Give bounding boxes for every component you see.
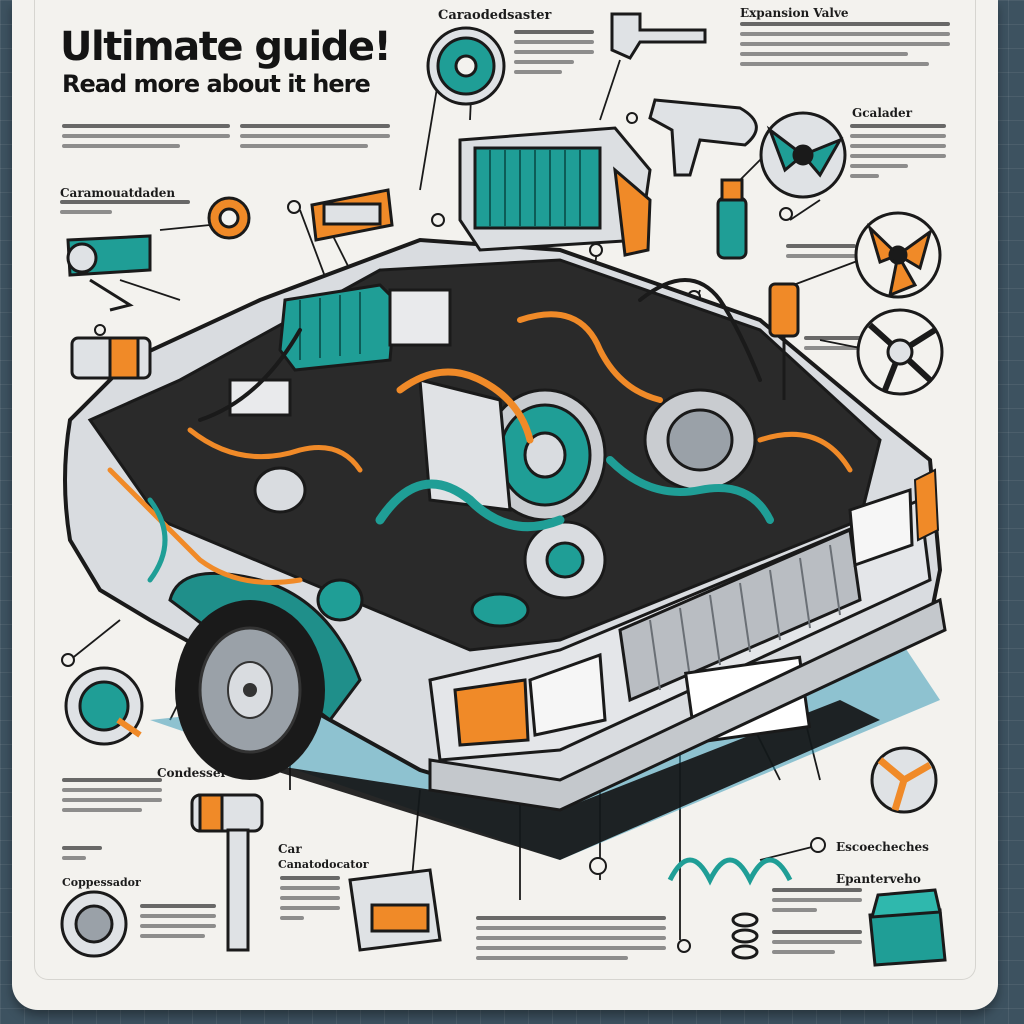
valve-icon xyxy=(648,98,758,177)
compressor-icon xyxy=(70,336,152,380)
front-wheel xyxy=(168,571,362,780)
steering-wheel-icon xyxy=(426,26,506,106)
paragraph-bottom-center-wide xyxy=(476,916,666,960)
heading-bottom-left: Coppessador xyxy=(62,876,141,889)
poster-border xyxy=(34,0,976,980)
engine-components xyxy=(228,126,757,628)
paragraph-bottom-left-mid xyxy=(62,778,162,812)
paragraph-right-lower xyxy=(804,336,864,350)
fan-icon xyxy=(759,111,847,199)
paragraph-bottom-right xyxy=(772,888,862,912)
heading-bottom-left-mid: Condesser xyxy=(157,766,227,780)
heading-bottom-center-2: Canatodocator xyxy=(278,858,369,871)
fan-icon xyxy=(870,746,938,814)
wrench-icon xyxy=(610,12,707,60)
page-title: Ultimate guide! xyxy=(60,24,392,70)
heading-right-upper: Gcalader xyxy=(852,106,913,120)
paragraph-center-intro xyxy=(240,124,390,148)
heater-core-icon xyxy=(348,868,442,952)
paragraph-bottom-center xyxy=(280,876,340,920)
pump-icon xyxy=(190,793,264,952)
nozzle-icon xyxy=(716,178,748,260)
paragraph-top-center xyxy=(514,30,594,74)
hoses xyxy=(107,278,853,585)
pump-icon xyxy=(66,234,152,312)
paragraph-bottom-left-small xyxy=(62,846,102,860)
page-subtitle: Read more about it here xyxy=(62,70,371,98)
paragraph-bottom-left xyxy=(140,904,216,938)
car-underbody-shadow xyxy=(240,700,880,860)
blower-fan-icon xyxy=(856,308,944,396)
paragraph-left-upper xyxy=(60,200,190,214)
heading-bottom-right-1: Escoecheches xyxy=(836,840,929,854)
compressor-icon xyxy=(60,890,128,958)
paragraph-bottom-right-2 xyxy=(772,930,862,954)
heading-bottom-right-2: Epanterveho xyxy=(836,872,921,886)
fan-icon xyxy=(854,211,942,299)
heater-core-icon xyxy=(310,188,394,242)
paragraph-left-intro xyxy=(62,124,230,148)
filter-icon xyxy=(868,888,947,967)
paragraph-right-mid xyxy=(786,244,856,258)
heading-bottom-center-1: Car xyxy=(278,842,302,856)
compressor-icon xyxy=(64,666,144,746)
paragraph-top-right xyxy=(740,22,950,66)
heading-top-center: Caraodedsaster xyxy=(438,8,552,23)
gear-icon xyxy=(207,196,251,240)
heading-top-right: Expansion Valve xyxy=(740,6,849,20)
filter-icon xyxy=(768,282,800,400)
spring-icon xyxy=(667,857,793,960)
heading-left-upper: Caramouatdaden xyxy=(60,186,176,200)
paragraph-right-upper xyxy=(850,124,946,178)
